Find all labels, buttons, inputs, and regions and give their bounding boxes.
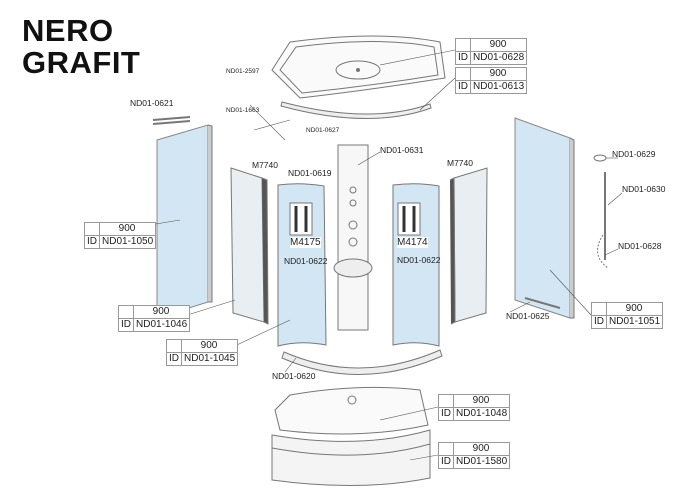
part-id: ND01-1045 bbox=[184, 353, 236, 364]
callout-label: M7740 bbox=[252, 160, 278, 170]
shower-tray bbox=[274, 386, 429, 435]
bottom-rail bbox=[281, 349, 443, 375]
part-size: 900 bbox=[489, 68, 507, 79]
id-label: ID bbox=[592, 316, 607, 328]
part-id: ND01-1050 bbox=[102, 236, 154, 247]
left-strip bbox=[230, 167, 265, 323]
callout-label: ND01-0630 bbox=[622, 184, 666, 194]
top-rail bbox=[280, 101, 432, 120]
callout-label: ND01-1663 bbox=[226, 107, 260, 114]
right-fixed-glass bbox=[514, 117, 571, 319]
left-fixed-glass bbox=[156, 124, 209, 319]
part-id: ND01-1046 bbox=[136, 319, 188, 330]
id-label: ID bbox=[456, 81, 471, 93]
callout-label: M7740 bbox=[447, 158, 473, 168]
id-label: ID bbox=[439, 456, 454, 468]
callout-label: ND01-0620 bbox=[272, 371, 316, 381]
callout-label: ND01-2597 bbox=[226, 68, 260, 75]
product-title-line1: NERO bbox=[22, 13, 114, 48]
callout-label: ND01-0619 bbox=[288, 168, 332, 178]
callout-label: ND01-0627 bbox=[306, 127, 340, 134]
id-label: ID bbox=[439, 408, 454, 420]
part-size: 900 bbox=[152, 306, 170, 317]
part-id: ND01-0628 bbox=[473, 52, 525, 63]
id-label: ID bbox=[456, 52, 471, 64]
callout-label: ND01-0621 bbox=[130, 98, 174, 108]
callout-label: ND01-0628 bbox=[618, 241, 662, 251]
part-id: ND01-0613 bbox=[473, 81, 525, 92]
part-size: 900 bbox=[489, 39, 507, 50]
callout-label: ND01-0622 bbox=[397, 255, 441, 265]
right-strip bbox=[453, 167, 488, 323]
leader-lines bbox=[87, 49, 623, 461]
part-size: 900 bbox=[472, 443, 490, 454]
product-title-line2: GRAFIT bbox=[22, 45, 141, 80]
callout-label: M4175 bbox=[290, 237, 321, 248]
shower-hose bbox=[597, 234, 609, 269]
part-size: 900 bbox=[625, 303, 643, 314]
part-id: ND01-1048 bbox=[456, 408, 508, 419]
callout-label: ND01-0622 bbox=[284, 256, 328, 266]
roof-panel bbox=[271, 35, 446, 99]
callout-label: ND01-0631 bbox=[380, 145, 424, 155]
callout-label: M4174 bbox=[397, 237, 428, 248]
id-label: ID bbox=[85, 236, 100, 248]
id-label: ID bbox=[119, 319, 134, 331]
part-size: 900 bbox=[472, 395, 490, 406]
id-label: ID bbox=[167, 353, 182, 365]
shower-head bbox=[593, 154, 607, 162]
tray-apron bbox=[271, 429, 431, 487]
right-handle bbox=[524, 297, 561, 309]
part-size: 900 bbox=[118, 223, 136, 234]
part-id: ND01-1580 bbox=[456, 456, 508, 467]
part-id: ND01-1051 bbox=[609, 316, 661, 327]
callout-label: ND01-0625 bbox=[506, 311, 550, 321]
callout-label: ND01-0629 bbox=[612, 149, 656, 159]
door-handle bbox=[152, 116, 191, 125]
part-size: 900 bbox=[200, 340, 218, 351]
